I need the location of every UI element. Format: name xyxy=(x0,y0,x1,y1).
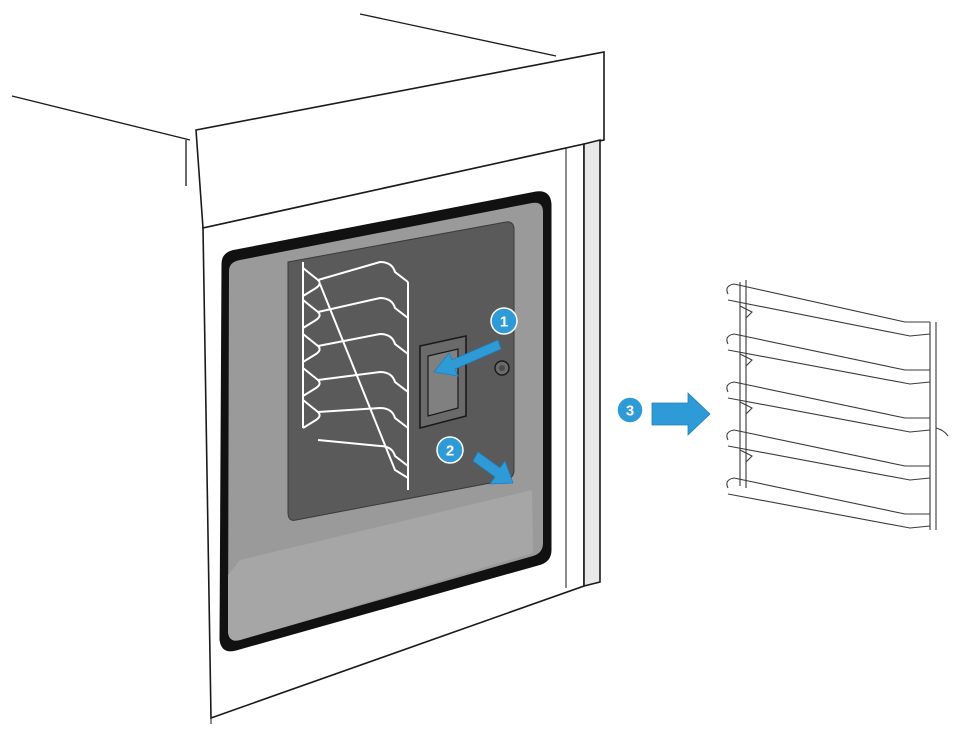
rack-rails xyxy=(726,283,931,529)
step-3-label: 3 xyxy=(626,403,634,420)
step-3: 3 xyxy=(616,392,711,436)
step-1-label: 1 xyxy=(500,314,508,331)
step-3-arrow-icon xyxy=(651,392,711,436)
removed-rack xyxy=(726,280,949,530)
back-wall xyxy=(287,221,515,521)
oven-side-rack xyxy=(302,260,409,490)
step-2-badge xyxy=(436,436,464,464)
step-2: 2 xyxy=(436,436,514,485)
step-2-arrow-icon xyxy=(472,451,514,485)
step-1-arrow-icon xyxy=(433,339,502,377)
step-1-badge xyxy=(490,307,518,335)
step-3-badge xyxy=(616,396,644,424)
cavity-floor xyxy=(228,490,533,641)
cabinet-outline xyxy=(11,13,557,186)
step-1: 1 xyxy=(433,307,518,377)
step-2-label: 2 xyxy=(446,443,454,460)
